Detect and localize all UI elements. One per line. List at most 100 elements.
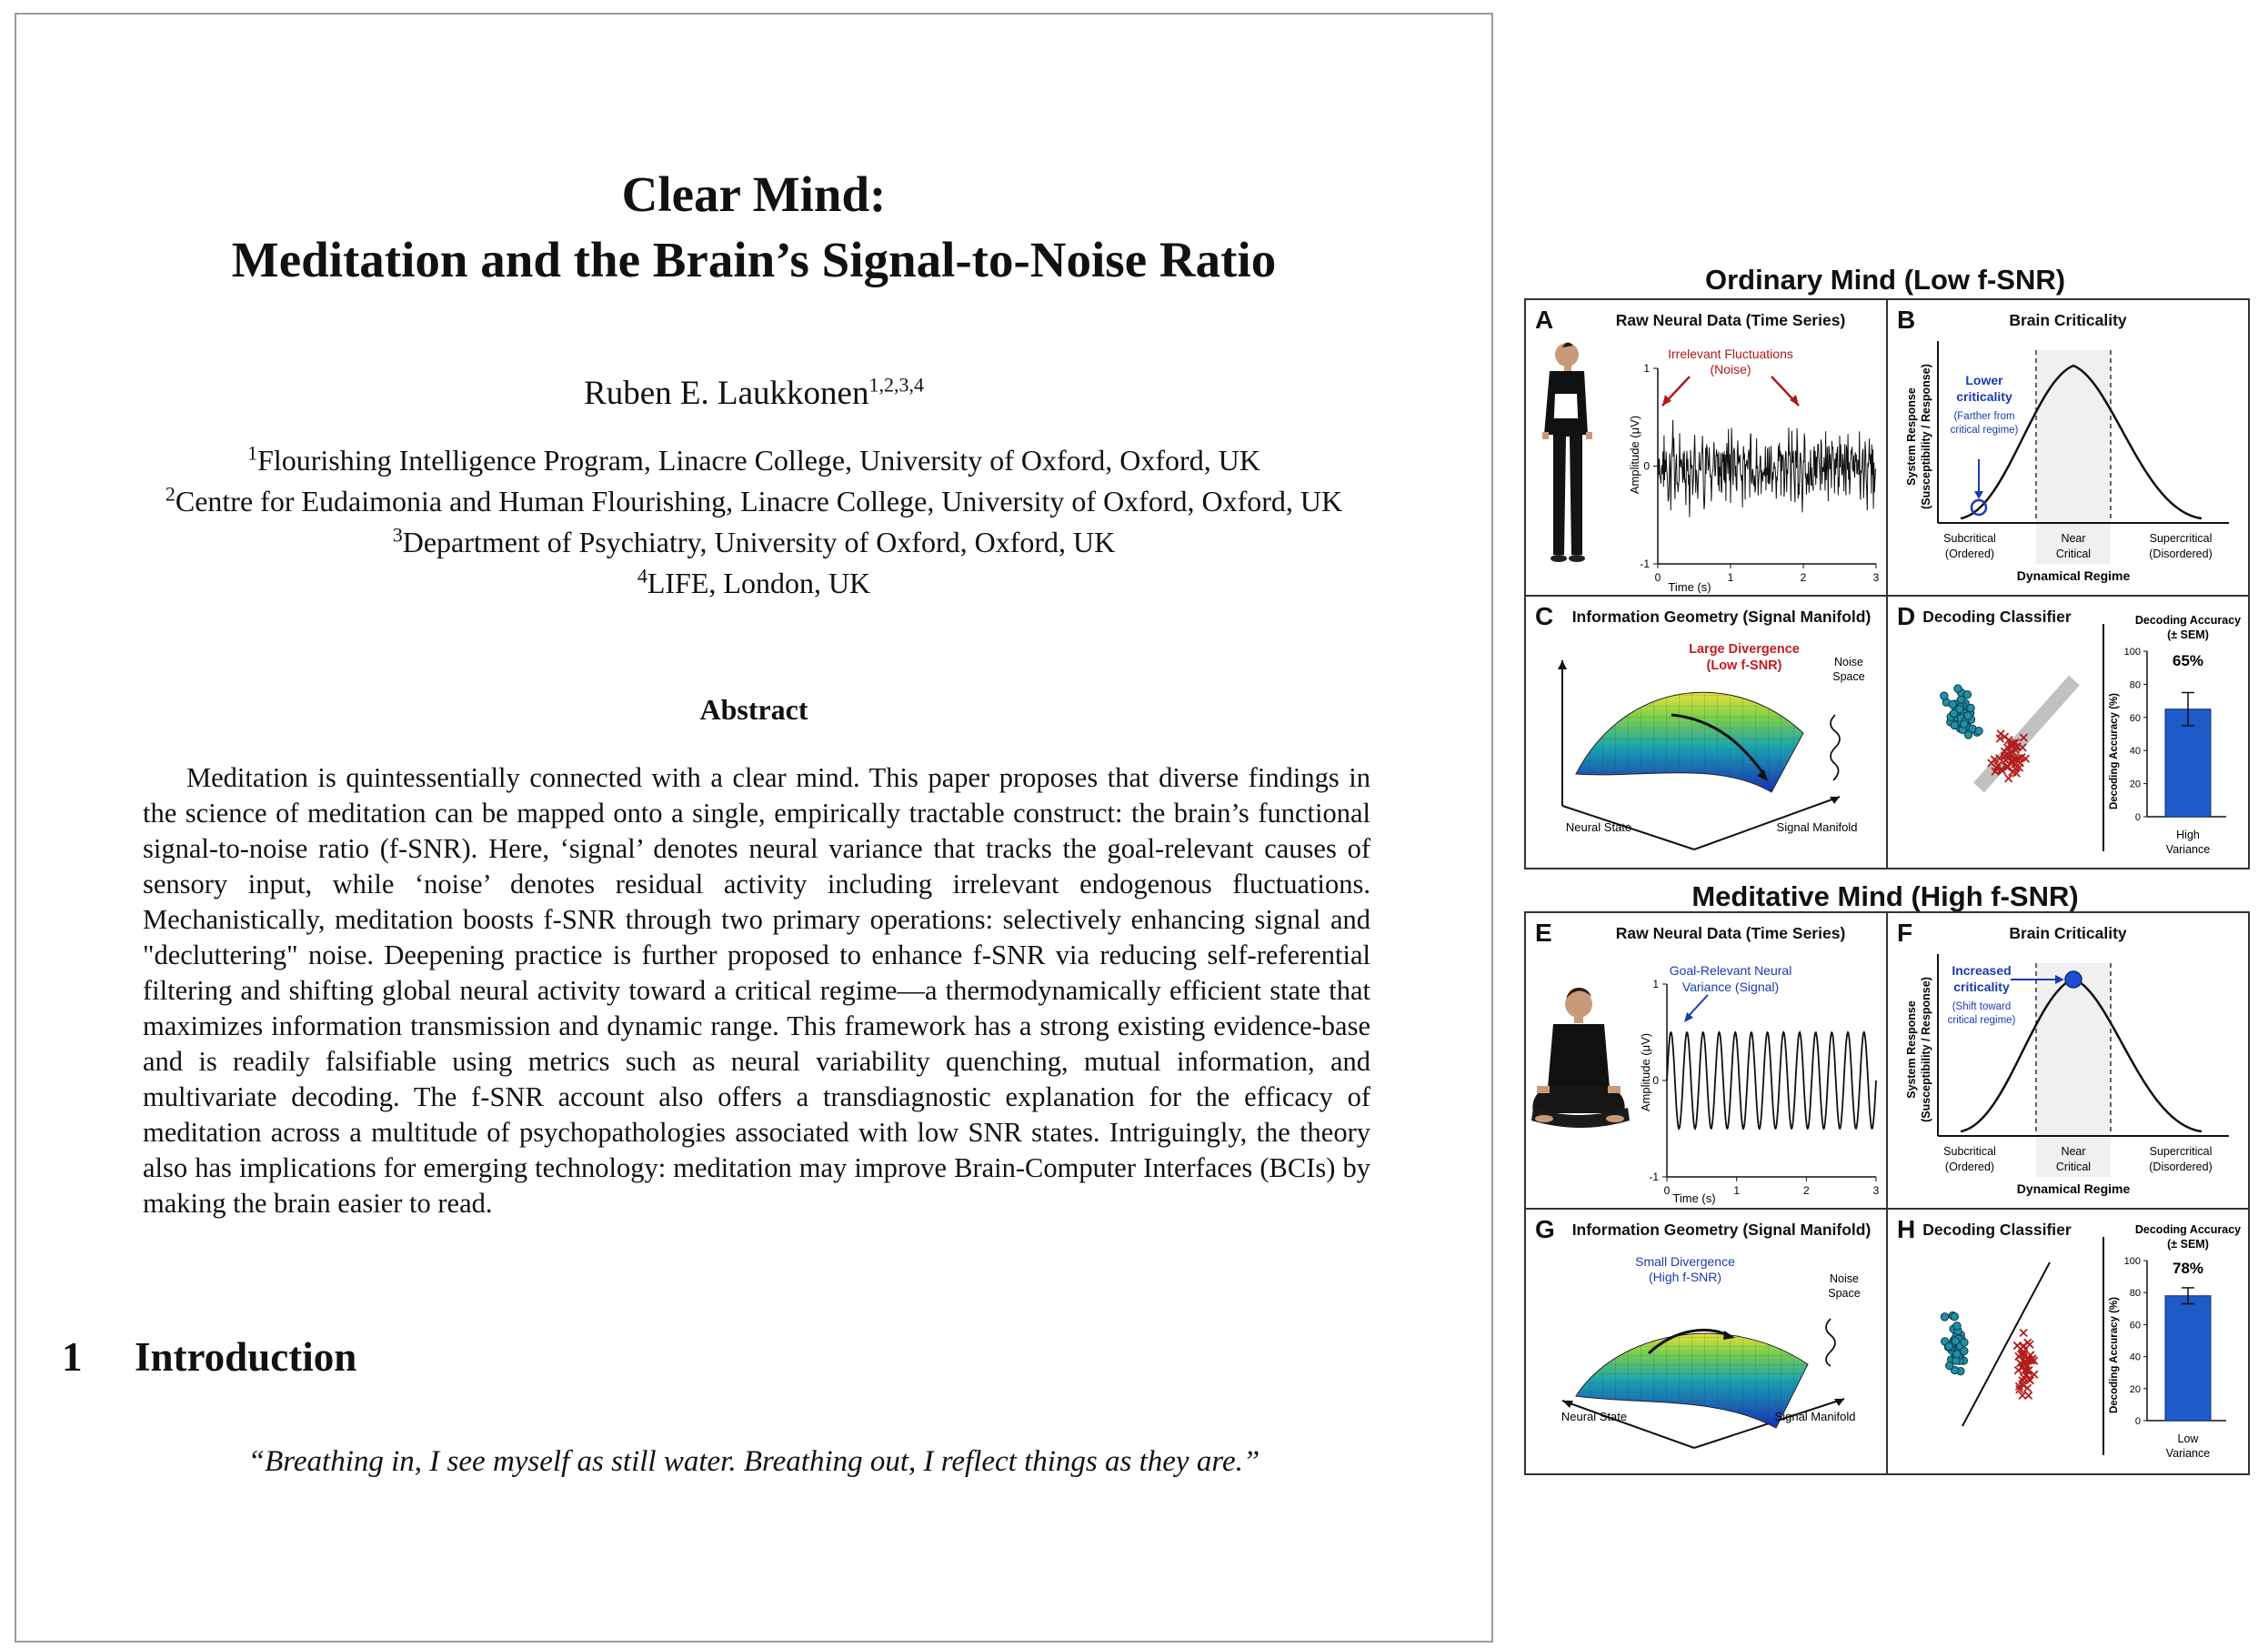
affil-mark: 4	[637, 564, 647, 588]
cluster-a-point	[1948, 699, 1957, 709]
cluster-a-point	[1963, 711, 1972, 720]
abstract-text: Meditation is quintessentially connected…	[143, 762, 1370, 1219]
x-tick-label: 0	[1664, 1184, 1671, 1197]
x-axis-label: Dynamical Regime	[2017, 568, 2131, 583]
y-axis-label-2: (Susceptibility / Response)	[1920, 977, 1932, 1122]
cluster-a-point	[1940, 1312, 1950, 1321]
cluster-b-point	[2015, 1385, 2024, 1394]
epigraph: “Breathing in, I see myself as still wat…	[247, 1445, 1260, 1478]
y-tick-label: 1	[1652, 978, 1659, 990]
x-tick-label: 2	[1801, 571, 1807, 584]
response-curve	[1960, 364, 2203, 520]
y-axis-label: Amplitude (μV)	[1639, 1033, 1652, 1111]
signal-trace-line	[1666, 1030, 1877, 1130]
manifold-plot: Large Divergence (Low f-SNR) Noise Space…	[1558, 642, 1865, 850]
cluster-b-point	[2009, 739, 2018, 748]
affiliation-3: 3Department of Psychiatry, University of…	[16, 522, 1491, 563]
annotation-note-2: critical regime)	[1951, 425, 2019, 436]
affiliation-1: 1Flourishing Intelligence Program, Linac…	[16, 440, 1491, 481]
y-tick-label: 0	[1652, 1074, 1659, 1087]
panel-title: Information Geometry (Signal Manifold)	[1571, 1221, 1872, 1239]
cluster-b-point	[2001, 751, 2010, 760]
bar-category-2: Variance	[2166, 843, 2210, 856]
bar-y-tick-label: 60	[2130, 713, 2141, 724]
trajectory-arrow	[1671, 713, 1766, 776]
y-tick-label: -1	[1649, 1171, 1659, 1183]
cluster-a-point	[1974, 726, 1983, 736]
y-tick-label: -1	[1640, 558, 1650, 570]
cluster-a-point	[1966, 703, 1975, 713]
affil-mark: 2	[165, 482, 176, 506]
panel-b: B Brain Criticality Lower criticality (F…	[1886, 298, 2250, 598]
section-number: 1	[62, 1334, 83, 1380]
cluster-b-point	[1995, 734, 2005, 743]
state-marker	[1970, 498, 1988, 517]
bar-y-tick-label: 40	[2130, 746, 2141, 757]
cluster-b-point	[2011, 738, 2020, 748]
noise-annotation-line-2: (Noise)	[1710, 362, 1751, 377]
bar-title-2: (± SEM)	[2167, 1238, 2209, 1251]
x-axis-label: Time (s)	[1668, 580, 1711, 594]
cluster-a-point	[1940, 691, 1949, 700]
arrowhead-icon	[1684, 1012, 1693, 1022]
panel-title: Brain Criticality	[2009, 311, 2127, 329]
bar-category-1: Low	[2178, 1432, 2200, 1445]
x-tick-label: 3	[1873, 1184, 1880, 1197]
x-tick-label: 3	[1873, 571, 1880, 584]
noise-label-1: Noise	[1834, 656, 1863, 668]
cluster-a-point	[1960, 719, 1969, 729]
noise-squiggle-icon	[1830, 714, 1841, 781]
standing-person-icon	[1542, 342, 1592, 562]
cluster-b-point	[1992, 763, 2002, 773]
cluster-a-point	[1945, 1361, 1954, 1371]
cluster-b-point	[2020, 1350, 2029, 1359]
arrowhead-icon	[2055, 975, 2064, 984]
x-axis-label: Dynamical Regime	[2017, 1181, 2131, 1196]
cluster-a-point	[1950, 720, 1960, 730]
panel-title: Information Geometry (Signal Manifold)	[1571, 608, 1872, 626]
y-axis-label-1: System Response	[1905, 1000, 1918, 1099]
manifold-plot-g: Small Divergence (High f-SNR) Noise Spac…	[1561, 1254, 1861, 1449]
affil-text: Department of Psychiatry, University of …	[402, 526, 1116, 558]
arrowhead-icon	[1974, 491, 1983, 499]
abstract-heading: Abstract	[699, 693, 808, 726]
affiliation-2: 2Centre for Eudaimonia and Human Flouris…	[16, 481, 1491, 522]
panel-label: D	[1897, 602, 1916, 630]
bar-title-2: (± SEM)	[2167, 628, 2209, 641]
x-tick-label: (Disordered)	[2149, 548, 2212, 560]
annotation-line-2: (High f-SNR)	[1649, 1270, 1721, 1284]
cluster-b-point	[2019, 1328, 2028, 1338]
cluster-b-point	[2028, 1354, 2037, 1363]
cluster-b-point	[2014, 1382, 2024, 1392]
y-axis-label-2: (Susceptibility / Response)	[1920, 364, 1932, 509]
annotation-line-2: criticality	[1956, 389, 2012, 404]
panel-title: Raw Neural Data (Time Series)	[1615, 311, 1846, 329]
x-tick-label: Critical	[2056, 548, 2091, 560]
arrowhead-icon	[1790, 395, 1799, 406]
scatter-clusters	[1940, 684, 2031, 783]
x-tick-label: Near	[2061, 532, 2085, 545]
axis-label-neural-state: Neural State	[1561, 1410, 1627, 1423]
cluster-b-point	[1998, 766, 2007, 776]
ordinary-mind-title: Ordinary Mind (Low f-SNR)	[1704, 264, 2066, 296]
annotation-line-1: Small Divergence	[1635, 1254, 1735, 1269]
cluster-a-point	[1944, 1342, 1953, 1352]
panel-title: Decoding Classifier	[1922, 1221, 2072, 1239]
figure: Ordinary Mind (Low f-SNR) Meditative Min…	[1510, 255, 2261, 1475]
panel-label: E	[1535, 919, 1552, 947]
panel-label: G	[1535, 1215, 1555, 1243]
bar-y-tick-label: 100	[2124, 647, 2141, 658]
arrowhead-icon	[1662, 395, 1671, 406]
section-title: Introduction	[135, 1334, 357, 1380]
cluster-b-point	[2013, 1365, 2022, 1375]
x-tick-label: 1	[1733, 1184, 1740, 1197]
annotation-line-2: (Low f-SNR)	[1707, 658, 1782, 673]
accuracy-bar	[2164, 708, 2212, 818]
cluster-a-point	[1950, 1365, 1960, 1375]
bar-title-1: Decoding Accuracy	[2135, 1223, 2241, 1236]
